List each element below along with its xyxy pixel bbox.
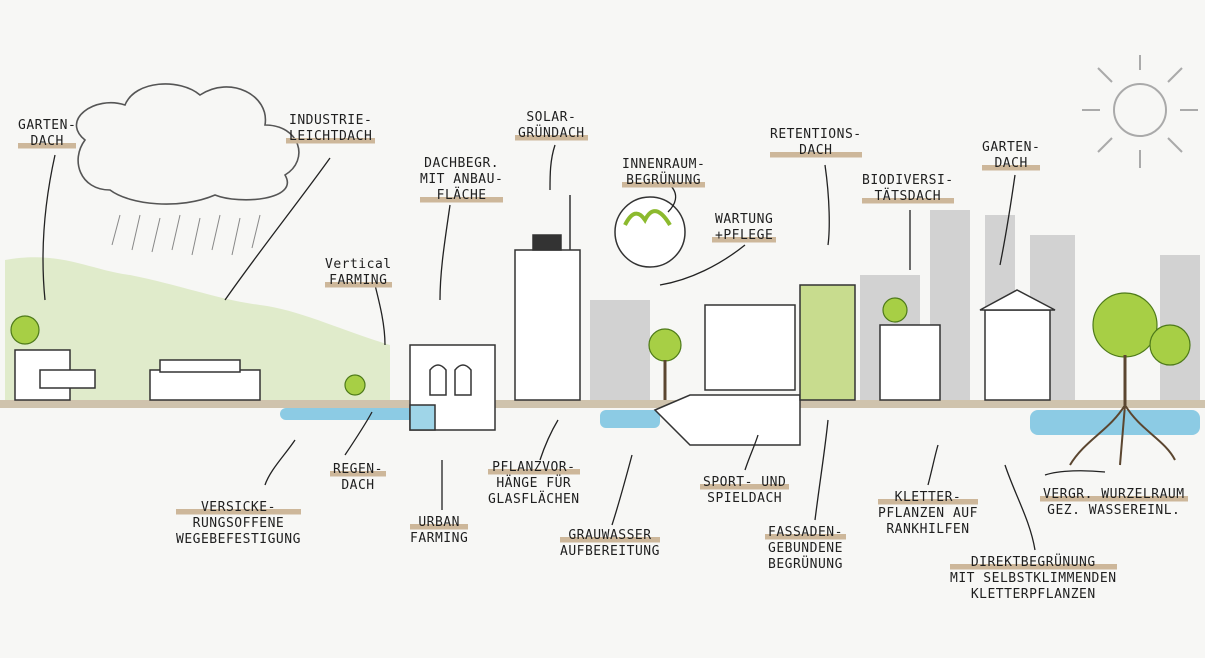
right-house bbox=[979, 289, 1056, 401]
interior-greening-bubble bbox=[614, 196, 686, 268]
rain bbox=[111, 214, 261, 256]
sport-building bbox=[653, 304, 801, 446]
label-innenraumbegruenung: INNENRAUM-BEGRÜNUNG bbox=[622, 157, 706, 189]
label-regendach: REGEN-DACH bbox=[330, 462, 386, 494]
biodiversity-building bbox=[879, 324, 941, 401]
label-industrieleichtdach: INDUSTRIE-LEICHTDACH bbox=[286, 113, 376, 145]
solar-tower bbox=[514, 195, 581, 401]
facade-green-building bbox=[799, 284, 856, 401]
ground bbox=[0, 400, 1205, 408]
hills bbox=[5, 257, 390, 400]
sun bbox=[1082, 55, 1198, 168]
urban-farming-building bbox=[409, 344, 496, 431]
tree-roots bbox=[1069, 404, 1176, 466]
label-gartendach-right: GARTEN-DACH bbox=[982, 140, 1041, 172]
label-gartendach-left: GARTEN-DACH bbox=[18, 118, 77, 150]
label-retentionsdach: RETENTIONS-DACH bbox=[770, 127, 862, 159]
cloud bbox=[75, 83, 300, 205]
water bbox=[280, 408, 1200, 435]
left-buildings bbox=[14, 349, 261, 401]
label-wartung-pflege: WARTUNG+PFLEGE bbox=[712, 212, 777, 244]
tree-trunks bbox=[663, 355, 1127, 405]
arrows bbox=[42, 144, 1106, 551]
label-biodiversitaetsdach: BIODIVERSI-TÄTSDACH bbox=[862, 173, 954, 205]
label-solargruendach: SOLAR-GRÜNDACH bbox=[515, 110, 588, 142]
label-dachbegruenung-anbauflaeche: DACHBEGR.MIT ANBAU-FLÄCHE bbox=[420, 156, 504, 204]
trees bbox=[10, 292, 1191, 396]
